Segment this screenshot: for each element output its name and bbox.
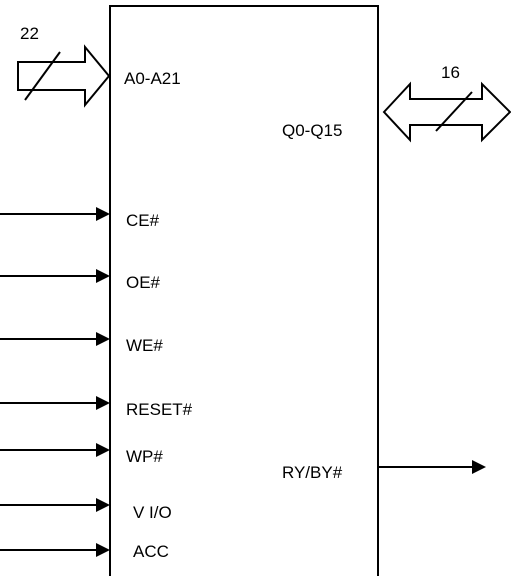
input-vio-label: V I/O [133, 503, 172, 522]
arrowhead-icon [472, 460, 486, 474]
arrowhead-icon [96, 207, 110, 221]
output-ryby-label: RY/BY# [282, 463, 343, 482]
address-bus-width-label: 22 [20, 24, 39, 43]
arrowhead-icon [96, 269, 110, 283]
input-we-label: WE# [126, 336, 163, 355]
input-oe-label: OE# [126, 273, 161, 292]
arrowhead-icon [96, 543, 110, 557]
input-vio: V I/O [0, 498, 172, 522]
input-acc: ACC [0, 542, 169, 561]
input-ce-label: CE# [126, 211, 160, 230]
input-acc-label: ACC [133, 542, 169, 561]
input-reset: RESET# [0, 396, 193, 419]
data-bus-label: Q0-Q15 [282, 121, 342, 140]
arrowhead-icon [96, 396, 110, 410]
input-reset-label: RESET# [126, 400, 193, 419]
data-bus-width-slash [435, 91, 473, 132]
arrowhead-icon [96, 332, 110, 346]
chip-body [109, 5, 379, 576]
data-bus-width-label: 16 [441, 63, 460, 82]
arrowhead-icon [96, 443, 110, 457]
input-oe: OE# [0, 269, 161, 292]
address-bus-arrow [17, 44, 111, 108]
output-ryby: RY/BY# [282, 460, 486, 482]
arrowhead-icon [96, 498, 110, 512]
input-we: WE# [0, 332, 163, 355]
address-bus-width-slash [24, 51, 61, 101]
input-wp: WP# [0, 443, 163, 466]
address-bus-label: A0-A21 [124, 69, 181, 88]
data-bus-arrow [382, 81, 511, 143]
input-ce: CE# [0, 207, 160, 230]
input-wp-label: WP# [126, 447, 163, 466]
